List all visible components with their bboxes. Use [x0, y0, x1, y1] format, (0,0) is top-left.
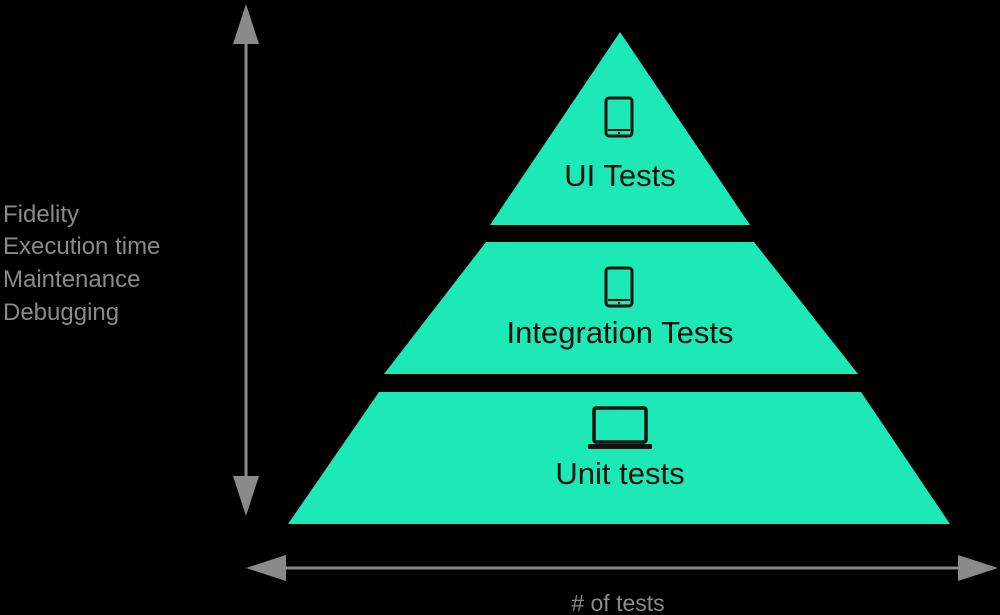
vertical-axis-label-maintenance: Maintenance [3, 266, 140, 293]
arrow-right-icon [958, 555, 998, 581]
horizontal-axis-label: # of tests [571, 590, 664, 615]
tier-label-integration-tests: Integration Tests [507, 315, 734, 350]
vertical-axis-label-fidelity: Fidelity [3, 201, 79, 228]
vertical-axis-label-execution-time: Execution time [3, 233, 160, 260]
laptop-icon [588, 406, 652, 449]
horizontal-axis-arrow [246, 555, 998, 581]
pyramid-tier-ui-tests [490, 32, 750, 225]
arrow-left-icon [246, 555, 286, 581]
tier-label-ui-tests: UI Tests [564, 158, 675, 193]
tier-label-unit-tests: Unit tests [555, 456, 684, 491]
vertical-axis-arrow [233, 4, 259, 516]
smartphone-icon [604, 96, 634, 138]
pyramid-tier-unit-tests [288, 392, 950, 524]
smartphone-icon [604, 266, 634, 308]
arrow-down-icon [233, 476, 259, 516]
vertical-axis-label-debugging: Debugging [3, 299, 119, 326]
arrow-up-icon [233, 4, 259, 44]
pyramid-tier-integration-tests [384, 242, 858, 374]
